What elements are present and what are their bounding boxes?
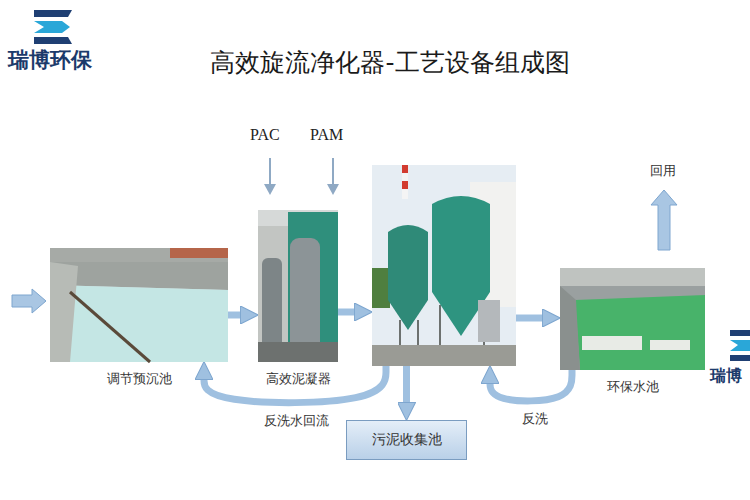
mixer-photo-part: [290, 238, 320, 358]
clean-pool-photo-part: [560, 268, 705, 286]
purifier-photo-part: [399, 320, 401, 348]
reuse-label: 回用: [650, 162, 676, 180]
edge-label: 反洗水回流: [261, 412, 332, 430]
input-arrow-part: [12, 289, 46, 313]
flow-arrow: [516, 315, 546, 322]
box-text: 污泥收集池: [372, 431, 442, 449]
reuse-arrow-part: [651, 190, 677, 250]
flow-arrow: [338, 309, 358, 316]
photo-caption: 环保水池: [607, 378, 659, 396]
mixer-photo: [258, 210, 338, 362]
clean-pool-photo-box: 环保水池: [560, 268, 705, 370]
mixer-photo-box: 高效泥凝器: [258, 210, 338, 362]
process-box: 污泥收集池: [346, 420, 467, 460]
logo-icon: [34, 10, 72, 44]
edge-label: 反洗: [519, 410, 551, 428]
clean-pool-photo-part: [560, 286, 580, 370]
purifier-photo-part: [402, 173, 408, 181]
watermark-text: 瑞博: [710, 366, 742, 387]
logo-text: 瑞博环保: [8, 46, 92, 74]
mixer-photo-part: [258, 210, 338, 362]
purifier-photo-part: [439, 305, 441, 348]
chemical-label: PAC: [250, 126, 280, 144]
purifier-photo-part: [372, 165, 516, 366]
purifier-photo-part: [372, 268, 390, 308]
clean-pool-photo-part: [560, 268, 705, 370]
pool-photo-box: 调节预沉池: [50, 248, 228, 362]
diagram-title: 高效旋流净化器-工艺设备组成图: [210, 46, 569, 79]
clean-pool-photo-part: [582, 336, 642, 350]
pool-photo-part: [170, 248, 228, 258]
photo-caption: 高效泥凝器: [266, 370, 331, 388]
purifier-photo: [372, 165, 516, 366]
flow-arrow: [490, 370, 572, 401]
watermark-icon-part: [730, 340, 750, 351]
flow-arrow: [228, 312, 244, 319]
purifier-photo-part: [372, 345, 516, 366]
purifier-photo-part: [417, 320, 419, 348]
pool-photo-part: [50, 248, 228, 362]
pool-photo-part: [50, 248, 228, 264]
chemical-label: PAM: [310, 126, 343, 144]
reuse-arrow: [651, 190, 677, 250]
logo-icon-part: [34, 21, 70, 33]
purifier-photo-part: [388, 225, 428, 330]
purifier-photo-part: [402, 165, 408, 173]
purifier-photo-part: [478, 300, 500, 342]
purifier-photo-part: [402, 181, 408, 189]
watermark-icon-part: [730, 355, 750, 361]
flow-arrow: [204, 366, 386, 403]
mixer-photo-part: [258, 342, 338, 362]
clean-pool-photo-part: [650, 340, 690, 350]
pool-photo-part: [50, 285, 228, 362]
purifier-photo-box: [372, 165, 516, 366]
input-arrow: [12, 289, 46, 313]
clean-pool-photo-part: [575, 295, 705, 370]
flow-arrow: [403, 366, 410, 406]
logo-icon-part: [34, 37, 72, 44]
purifier-photo-part: [402, 189, 408, 199]
watermark-icon-part: [730, 330, 750, 336]
watermark-icon: [730, 330, 750, 361]
dosing-arrow: [264, 158, 339, 195]
dosing-arrow-part: [327, 184, 339, 195]
logo-icon-part: [34, 10, 72, 17]
dosing-arrow-part: [269, 158, 271, 186]
clean-pool-photo: [560, 268, 705, 370]
dosing-arrow-part: [332, 158, 334, 186]
photo-caption: 调节预沉池: [107, 370, 172, 388]
pool-photo-part: [50, 262, 78, 362]
pool-photo: [50, 248, 228, 362]
mixer-photo-part: [288, 212, 338, 362]
pool-photo-part: [70, 292, 150, 362]
dosing-arrow-part: [264, 184, 276, 195]
